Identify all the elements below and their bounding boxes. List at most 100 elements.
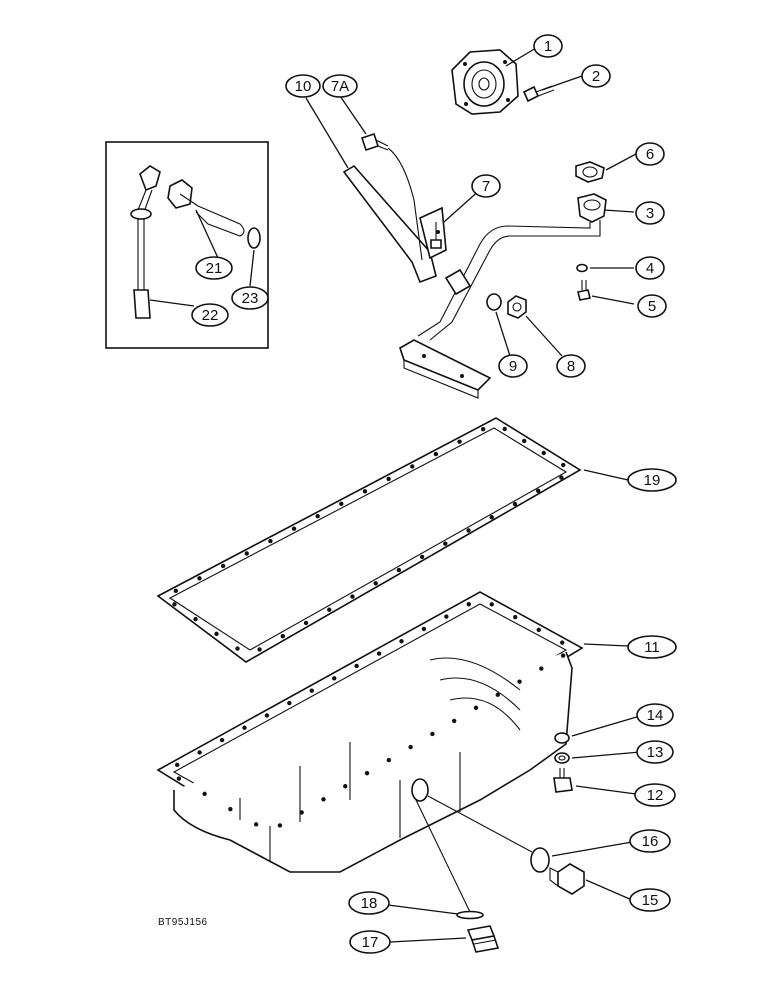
bolt-hole <box>339 501 344 506</box>
svg-text:15: 15 <box>642 892 659 909</box>
bolt-hole <box>264 713 270 718</box>
bolt-hole <box>430 731 435 737</box>
callout-1: 1 <box>533 34 563 58</box>
drain-oring-part <box>456 910 484 920</box>
drawing-code-label: BT95J156 <box>158 917 208 928</box>
svg-text:14: 14 <box>647 707 664 724</box>
bolt-hole <box>495 692 500 697</box>
bolt-hole <box>433 451 439 457</box>
bolt-hole <box>235 646 240 651</box>
svg-text:9: 9 <box>509 358 517 375</box>
drain-guide-line <box>427 795 533 853</box>
bolt-hole <box>443 541 448 546</box>
bolt-hole <box>193 616 198 622</box>
bolt-hole <box>522 438 527 444</box>
callout-15: 15 <box>629 888 671 912</box>
callout-21: 21 <box>195 256 233 280</box>
bolt-hole <box>257 647 262 652</box>
svg-text:12: 12 <box>647 787 664 804</box>
bracket-bolt-7-part <box>430 222 442 249</box>
bottom-guide-line <box>415 799 471 913</box>
bolt-hole <box>253 822 259 827</box>
callout-13: 13 <box>636 740 674 764</box>
bolt-hole <box>386 476 391 482</box>
bolt-hole <box>373 581 378 586</box>
bolt-hole <box>444 614 449 619</box>
oil-pan-gasket-part <box>156 417 582 663</box>
svg-text:22: 22 <box>202 307 219 324</box>
callout-3: 3 <box>635 201 665 225</box>
bolt-hole <box>419 554 425 560</box>
dipstick-oring-part <box>247 227 261 249</box>
callout-4: 4 <box>635 256 665 280</box>
callout-19: 19 <box>627 468 677 492</box>
bolt-hole <box>560 640 565 645</box>
svg-text:7: 7 <box>482 178 490 195</box>
svg-text:4: 4 <box>646 260 654 277</box>
dipstick-part <box>167 179 245 237</box>
callout-7: 7 <box>471 174 501 198</box>
dipstick-inset-frame <box>105 141 269 349</box>
svg-text:13: 13 <box>647 744 664 761</box>
bolt-hole <box>220 563 226 569</box>
side-drain-plug-part <box>549 863 585 895</box>
bolt-hole <box>451 718 457 724</box>
bolt-hole <box>502 426 507 432</box>
bolt-hole <box>364 770 370 776</box>
bolt-hole <box>517 679 522 684</box>
bolt-hole <box>539 666 544 671</box>
clamp-nut-part <box>507 295 527 319</box>
clamp-washer-part <box>486 293 502 311</box>
suction-tube-part <box>399 193 607 399</box>
bolt-hole <box>408 744 413 750</box>
svg-text:16: 16 <box>642 833 659 850</box>
svg-text:23: 23 <box>242 290 259 307</box>
callout-2: 2 <box>581 64 611 88</box>
bolt-hole <box>376 651 382 656</box>
callout-23: 23 <box>231 286 269 310</box>
oil-pan-part <box>156 591 584 873</box>
svg-text:19: 19 <box>644 472 661 489</box>
bolt-hole <box>466 528 471 533</box>
dipstick-tube-part <box>130 165 161 319</box>
bolt-hole <box>559 475 564 480</box>
bolt-hole <box>560 653 566 658</box>
callout-9: 9 <box>498 354 528 378</box>
bolt-hole <box>172 602 177 607</box>
callout-22: 22 <box>191 303 229 327</box>
bolt-hole <box>343 784 348 789</box>
callout-7a: 7A <box>322 74 358 98</box>
svg-text:21: 21 <box>206 260 223 277</box>
pan-bolt-part <box>553 768 573 793</box>
bolt-hole <box>315 514 320 519</box>
bolt-hole <box>512 501 518 507</box>
svg-text:8: 8 <box>567 358 575 375</box>
callout-17: 17 <box>349 930 391 954</box>
support-bracket-part <box>342 164 447 284</box>
tube-clamp-part <box>444 268 472 296</box>
pump-bolt-part <box>522 85 555 103</box>
bolt-hole <box>228 806 233 812</box>
bolt-hole <box>362 489 368 494</box>
bolt-hole <box>321 797 326 802</box>
callout-14: 14 <box>636 703 674 727</box>
callout-5: 5 <box>637 294 667 318</box>
bolt-hole <box>561 462 566 468</box>
bolt-hole <box>242 725 247 730</box>
svg-text:11: 11 <box>644 639 660 656</box>
callout-10: 10 <box>285 74 321 98</box>
bolt-hole <box>280 633 286 639</box>
bolt-hole <box>489 515 494 520</box>
drain-seal-washer-part <box>530 847 550 873</box>
bolt-hole <box>536 627 541 633</box>
bolt-hole <box>473 705 479 711</box>
bolt-hole <box>535 488 541 494</box>
bolt-hole <box>480 427 486 432</box>
callout-18: 18 <box>348 891 390 915</box>
svg-text:3: 3 <box>646 205 654 222</box>
bolt-hole <box>309 688 314 693</box>
bolt-hole <box>173 588 179 593</box>
svg-text:10: 10 <box>295 78 312 95</box>
bracket-bolt-7a-part <box>360 132 423 261</box>
